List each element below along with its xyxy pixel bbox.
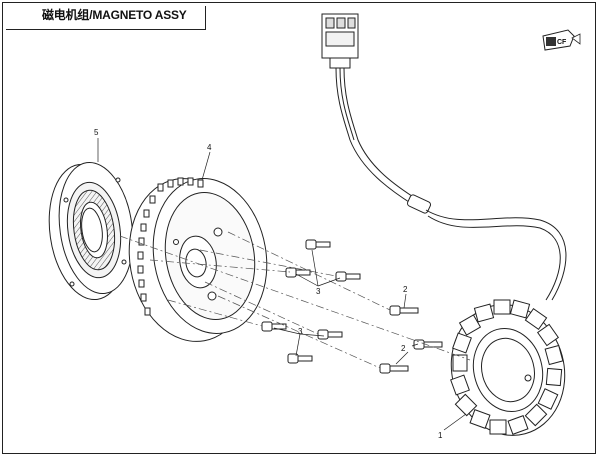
bolt-set	[261, 239, 443, 374]
rotor-bolt	[317, 329, 343, 340]
stator-coil	[450, 299, 566, 436]
page-title: 磁电机组/MAGNETO ASSY	[42, 8, 187, 22]
stator-bolt	[389, 305, 419, 316]
callout-bolt-lower: 2	[401, 344, 406, 353]
callout-starter-clutch: 5	[94, 128, 99, 137]
title-block	[6, 6, 206, 30]
rotor-bolt	[285, 267, 311, 278]
callout-rotor: 4	[207, 143, 212, 152]
flywheel-rotor	[128, 177, 268, 342]
callout-stator: 1	[438, 431, 443, 440]
callout-bolt-group-upper: 3	[316, 287, 321, 296]
rotor-bolt	[287, 353, 313, 364]
callout-bolt-group-lower: 3	[298, 327, 303, 336]
assembly-lines	[119, 231, 471, 369]
callout-bolt-upper: 2	[403, 285, 408, 294]
leader-lines	[97, 138, 467, 431]
brand-logo-text: CF	[557, 39, 567, 46]
wire-harness	[321, 13, 567, 301]
rotor-bolt	[261, 321, 287, 332]
starter-clutch	[48, 161, 134, 301]
stator-bolt	[379, 363, 409, 374]
rotor-bolt	[305, 239, 331, 250]
brand-logo: CF	[542, 29, 581, 51]
rotor-bolt	[335, 271, 361, 282]
stator-bolt	[413, 339, 443, 350]
